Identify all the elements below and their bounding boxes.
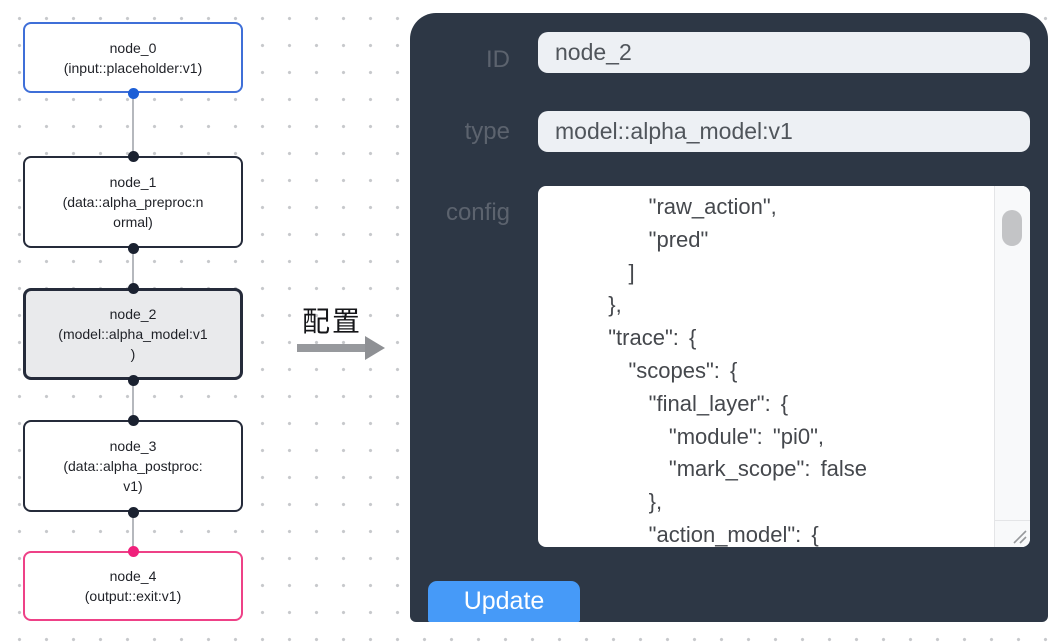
scrollbar-track[interactable]: [994, 186, 1030, 547]
node-title: node_3: [109, 438, 157, 454]
type-field-label: type: [464, 118, 510, 145]
node-subtitle: v1): [123, 478, 143, 494]
configure-label: 配置: [302, 306, 363, 337]
config-json-line: "trace": {: [588, 325, 697, 351]
flow-node-node_0[interactable]: node_0 (input::placeholder:v1): [23, 22, 243, 93]
edge-connector: [132, 512, 134, 551]
config-json-textarea[interactable]: "raw_action", "pred" ] }, "trace": { "sc…: [538, 186, 1030, 547]
id-input[interactable]: [538, 32, 1030, 73]
config-json-line: },: [588, 292, 622, 318]
config-json-line: "module": "pi0",: [588, 423, 824, 449]
config-json-line: "mark_scope": false: [588, 456, 868, 482]
node-config-panel: ID type config "raw_action", "pred" ] },…: [410, 13, 1048, 622]
connection-port-node_0-out[interactable]: [127, 87, 139, 99]
update-button[interactable]: Update: [428, 581, 580, 622]
config-json-line: "final_layer": {: [588, 390, 789, 416]
flow-node-node_3[interactable]: node_3 (data::alpha_postproc: v1): [23, 420, 243, 512]
connection-port-node_3-out[interactable]: [127, 506, 139, 518]
node-subtitle: ormal): [113, 214, 153, 230]
node-subtitle: (data::alpha_preproc:n: [62, 194, 204, 210]
node-subtitle: (data::alpha_postproc:: [63, 458, 203, 474]
flow-canvas[interactable]: node_0 (input::placeholder:v1) node_1 (d…: [0, 0, 410, 643]
type-input[interactable]: [538, 111, 1030, 152]
connection-port-node_2-in[interactable]: [127, 282, 139, 294]
flow-node-node_4[interactable]: node_4 (output::exit:v1): [23, 551, 243, 621]
edge-connector: [132, 248, 134, 288]
resize-handle-icon: [1013, 530, 1027, 544]
node-title: node_0: [109, 39, 157, 56]
config-json-line: "scopes": {: [588, 357, 738, 383]
node-subtitle: ): [130, 346, 136, 362]
config-json-line: },: [588, 489, 663, 515]
configure-annotation: 配置: [295, 300, 390, 362]
node-subtitle: (output::exit:v1): [84, 588, 182, 604]
flow-node-node_1[interactable]: node_1 (data::alpha_preproc:n ormal): [23, 156, 243, 248]
connection-port-node_1-out[interactable]: [127, 242, 139, 254]
connection-port-node_1-in[interactable]: [127, 150, 139, 162]
scrollbar-thumb[interactable]: [1002, 210, 1022, 246]
node-subtitle: (model::alpha_model:v1: [58, 326, 208, 342]
connection-port-node_3-in[interactable]: [127, 414, 139, 426]
config-json-line: "action_model": {: [588, 521, 819, 547]
node-title: node_4: [109, 568, 157, 584]
node-title: node_2: [109, 306, 157, 322]
config-json-line: "pred": [588, 226, 709, 252]
edge-connector: [132, 93, 134, 156]
node-subtitle: (input::placeholder:v1): [63, 59, 203, 76]
config-json-content: "raw_action", "pred" ] }, "trace": { "sc…: [538, 186, 994, 547]
node-title: node_1: [109, 174, 157, 190]
id-field-label: ID: [486, 46, 510, 73]
config-json-line: ]: [588, 259, 635, 285]
connection-port-node_4-in[interactable]: [127, 545, 139, 557]
connection-port-node_2-out[interactable]: [127, 374, 139, 386]
edge-connector: [132, 380, 134, 420]
arrow-right-icon: [297, 336, 385, 360]
config-field-label: config: [445, 199, 510, 226]
config-json-line: "raw_action",: [588, 194, 777, 219]
resize-corner[interactable]: [995, 520, 1030, 547]
flow-node-node_2-selected[interactable]: node_2 (model::alpha_model:v1 ): [23, 288, 243, 380]
